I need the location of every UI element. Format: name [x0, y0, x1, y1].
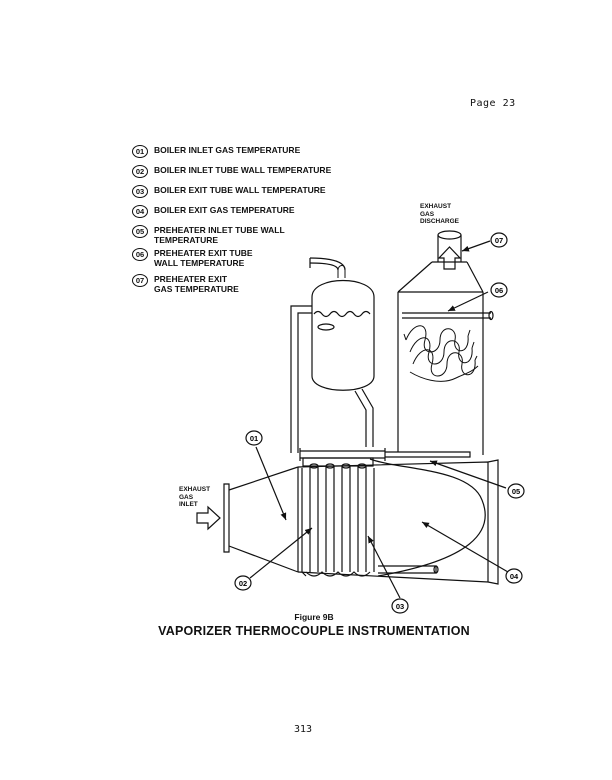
- exhaust-inlet-label: EXHAUST GAS INLET: [179, 486, 211, 508]
- preheater-tube: [402, 310, 494, 321]
- callout-label: 05: [512, 487, 520, 496]
- legend-text: PREHEATER EXIT GAS TEMPERATURE: [154, 274, 239, 294]
- legend-item: 07 PREHEATER EXIT GAS TEMPERATURE: [132, 274, 382, 294]
- callout-02: 02: [234, 575, 252, 591]
- legend-item: 01 BOILER INLET GAS TEMPERATURE: [132, 145, 382, 158]
- figure-title: VAPORIZER THERMOCOUPLE INSTRUMENTATION: [158, 624, 470, 638]
- legend-number: 02: [132, 165, 148, 178]
- callout-label: 01: [250, 434, 258, 443]
- callout-label: 02: [239, 579, 247, 588]
- legend-text: PREHEATER EXIT TUBE WALL TEMPERATURE: [154, 248, 253, 268]
- callout-label: 07: [495, 236, 503, 245]
- discharge-arrow-icon: [437, 246, 462, 270]
- page-header: Page 23: [470, 98, 516, 109]
- legend-text: BOILER INLET GAS TEMPERATURE: [154, 145, 301, 155]
- legend-text: BOILER EXIT TUBE WALL TEMPERATURE: [154, 185, 326, 195]
- callout-label: 06: [495, 286, 503, 295]
- exhaust-stack: [397, 230, 484, 455]
- legend-text: BOILER INLET TUBE WALL TEMPERATURE: [154, 165, 332, 175]
- legend-text: PREHEATER INLET TUBE WALL TEMPERATURE: [154, 225, 285, 245]
- legend-item: 03 BOILER EXIT TUBE WALL TEMPERATURE: [132, 185, 382, 198]
- legend-number: 01: [132, 145, 148, 158]
- callout-05: 05: [507, 483, 525, 499]
- legend-number: 07: [132, 274, 148, 287]
- legend-number: 04: [132, 205, 148, 218]
- preheater-coil: [403, 325, 479, 382]
- callout-04: 04: [505, 568, 523, 584]
- inlet-arrow-icon: [196, 505, 221, 531]
- callout-label: 03: [396, 602, 404, 611]
- legend-item: 02 BOILER INLET TUBE WALL TEMPERATURE: [132, 165, 382, 178]
- exhaust-discharge-label: EXHAUST GAS DISCHARGE: [420, 203, 460, 225]
- callout-01: 01: [245, 430, 263, 446]
- figure-number: Figure 9B: [294, 612, 334, 622]
- thermocouple-legend: 01 BOILER INLET GAS TEMPERATURE 02 BOILE…: [132, 145, 382, 302]
- legend-text: BOILER EXIT GAS TEMPERATURE: [154, 205, 295, 215]
- legend-item: 05 PREHEATER INLET TUBE WALL TEMPERATURE: [132, 225, 382, 245]
- legend-number: 03: [132, 185, 148, 198]
- legend-number: 06: [132, 248, 148, 261]
- boiler-tube-bank: [301, 457, 375, 577]
- steam-drum: [290, 257, 375, 453]
- callout-07: 07: [490, 232, 508, 248]
- page-footer: 313: [294, 724, 313, 735]
- callout-label: 04: [510, 572, 519, 581]
- callout-03: 03: [391, 598, 409, 614]
- boiler-housing: [223, 448, 499, 585]
- legend-number: 05: [132, 225, 148, 238]
- callout-06: 06: [490, 282, 508, 298]
- legend-item: 04 BOILER EXIT GAS TEMPERATURE: [132, 205, 382, 218]
- legend-item: 06 PREHEATER EXIT TUBE WALL TEMPERATURE: [132, 248, 382, 268]
